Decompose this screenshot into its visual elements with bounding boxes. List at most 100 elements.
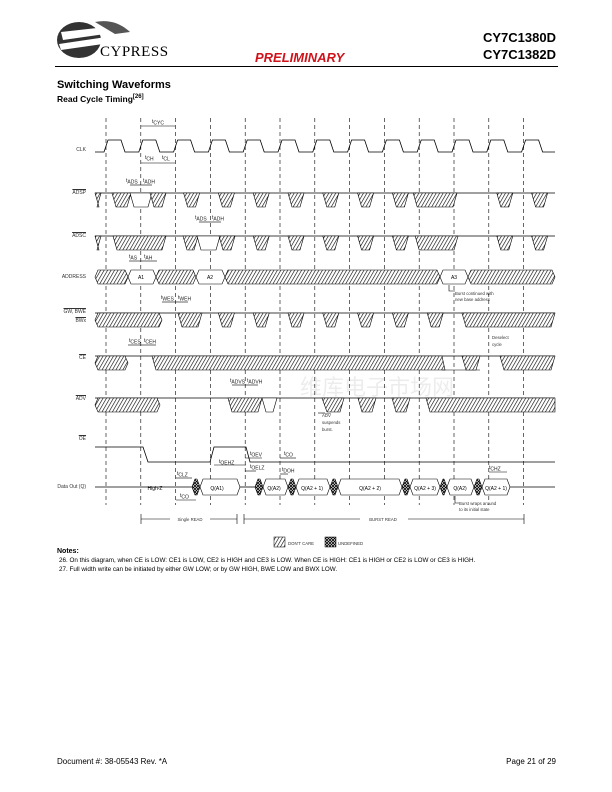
wave-segment — [496, 192, 514, 208]
wave-segment — [191, 478, 201, 496]
wave-segment — [129, 192, 153, 208]
wave-segment — [252, 312, 270, 328]
signal-data-out: Data Out (Q) — [57, 484, 86, 490]
toehz-label: tOEHZ — [219, 459, 234, 467]
watermark: 维库电子市场网 — [300, 375, 454, 400]
note-adv-suspends-3: burst. — [322, 427, 333, 432]
wave-segment — [467, 269, 556, 285]
signal-adsp: ADSP — [72, 190, 86, 196]
wave-segment — [227, 397, 263, 413]
wave-segment — [94, 235, 102, 251]
page-number: Page 21 of 29 — [506, 757, 556, 766]
wave-segment — [287, 192, 305, 208]
address-a1: A1 — [138, 275, 144, 281]
wave-segment — [392, 235, 409, 251]
notes-title: Notes: — [57, 548, 79, 555]
note-adv-suspends-2: suspends — [322, 420, 340, 425]
tces-label: tCES — [129, 338, 141, 346]
wave-segment — [151, 355, 446, 371]
tads-label: tADS — [126, 178, 138, 186]
part-number-1: CY7C1380D — [483, 30, 556, 45]
wave-segment — [183, 192, 200, 208]
note-26: 26. On this diagram, when CE is LOW: CE1… — [59, 557, 476, 564]
wave-segment — [261, 397, 278, 413]
wave-segment — [218, 235, 236, 251]
wave-segment — [357, 192, 374, 208]
note-deselect-2: cycle — [492, 342, 502, 347]
wave-segment — [329, 478, 339, 496]
tch-label: tCH — [145, 155, 154, 163]
wave-segment — [531, 192, 548, 208]
wave-segment — [287, 478, 297, 496]
wave-segment — [112, 235, 167, 251]
wave-segment — [218, 192, 235, 208]
wave-segment — [252, 235, 270, 251]
data-high-z: High-Z — [147, 486, 162, 492]
tadh2-label: tADH — [212, 215, 224, 223]
company-name: CYPRESS — [100, 44, 169, 60]
wave-segment — [414, 235, 459, 251]
wave-segment — [357, 312, 374, 328]
wave-segment — [94, 355, 129, 371]
wave-segment — [177, 312, 203, 328]
tadvh-label: tADVH — [247, 378, 263, 386]
note-burst-new-base-1: Burst continued with — [455, 291, 494, 296]
data-q-a2-3: Q(A2 + 3) — [414, 486, 436, 492]
tadvs-label: tADVS — [230, 378, 246, 386]
tceh-label: tCEH — [144, 338, 156, 346]
cypress-logo — [57, 21, 130, 58]
signal-bwx: BWx — [75, 318, 86, 324]
burst-read-label: BURST READ — [369, 517, 397, 522]
tcyc-label: tCYC — [152, 119, 164, 127]
wave-segment — [182, 235, 199, 251]
footnote-ref: [26] — [132, 94, 144, 101]
wave-segment — [196, 235, 221, 251]
legend-dont-care: DON'T CARE — [288, 541, 314, 546]
wave-segment — [461, 355, 481, 371]
signal-adv: ADV — [75, 396, 86, 402]
signal-adsc: ADSC — [72, 233, 86, 239]
note-deselect-1: Deselect — [492, 335, 510, 340]
tchz-label: tCHZ — [489, 465, 501, 473]
wave-segment — [322, 235, 340, 251]
data-q-a2-1: Q(A2 + 1) — [301, 486, 323, 492]
signal-clk: CLK — [76, 147, 86, 153]
adv-hatch — [321, 397, 556, 413]
wave-segment — [254, 478, 264, 496]
section-subtitle: Read Cycle Timing[26] — [57, 94, 144, 104]
clk-waveform — [95, 139, 555, 153]
wave-segment — [287, 235, 305, 251]
toev-label: tOEV — [250, 451, 263, 459]
wave-segment — [252, 192, 270, 208]
waveforms — [94, 125, 556, 524]
signal-ce: CE — [79, 355, 86, 361]
signal-gw-bwe: GW, BWE — [63, 309, 87, 315]
tco2-label: tCO — [284, 451, 293, 459]
preliminary-label: PRELIMINARY — [255, 50, 345, 65]
wave-segment — [499, 355, 556, 371]
toelz-label: tOELZ — [250, 464, 264, 472]
wave-segment — [461, 312, 556, 328]
data-q-a2-wrap: Q(A2) — [453, 486, 467, 492]
legend-undefined: UNDEFINED — [338, 541, 363, 546]
wave-segment — [357, 235, 374, 251]
tas-label: tAS — [129, 254, 138, 262]
annotation-pointer — [454, 496, 459, 504]
data-q-a2-1-wrap: Q(A2 + 1) — [485, 486, 507, 492]
wave-segment — [224, 269, 441, 285]
wave-segment — [426, 312, 444, 328]
note-burst-new-base-2: new base address — [455, 297, 490, 302]
read-span — [243, 514, 525, 524]
wave-segment — [412, 192, 458, 208]
tco-label: tCO — [180, 493, 189, 501]
wave-segment — [94, 312, 163, 328]
header-rule — [55, 66, 558, 67]
subtitle-text: Read Cycle Timing — [57, 94, 133, 104]
wave-segment — [473, 478, 483, 496]
document-number: Document #: 38-05543 Rev. *A — [57, 757, 168, 766]
dont-care-swatch — [273, 536, 286, 548]
tah-label: tAH — [144, 254, 153, 262]
note-burst-wraps-1: Burst wraps around — [459, 501, 497, 506]
